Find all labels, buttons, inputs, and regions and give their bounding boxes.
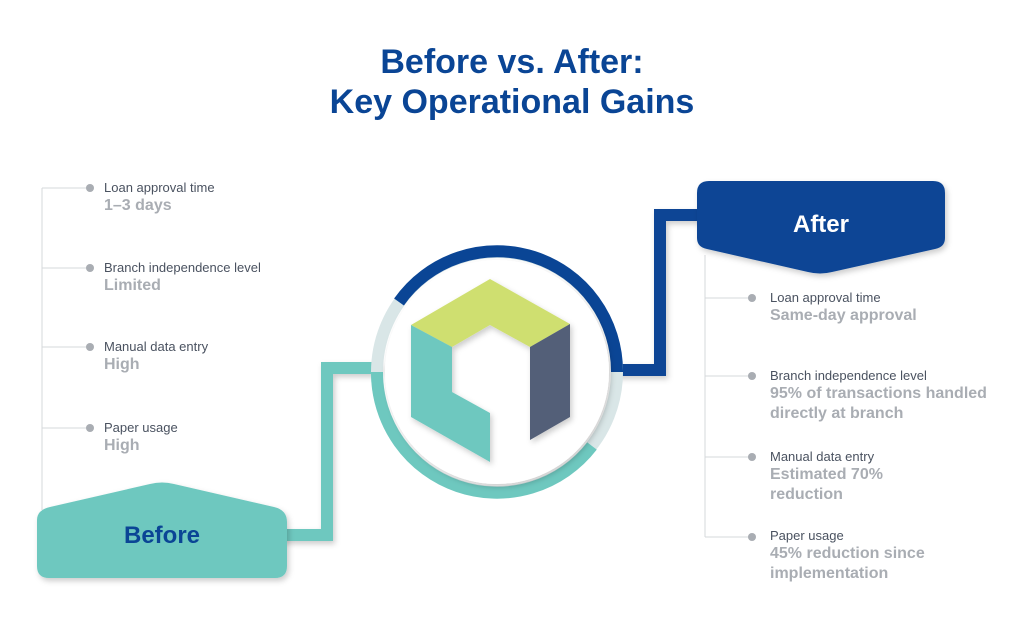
- after-item-loan-approval: Loan approval time Same-day approval: [770, 290, 917, 326]
- item-value: High: [104, 437, 140, 454]
- item-value: High: [104, 356, 140, 373]
- item-label: Branch independence level: [770, 368, 927, 383]
- after-item-manual-data-entry: Manual data entry Estimated 70% reductio…: [770, 449, 900, 505]
- before-item-loan-approval: Loan approval time 1–3 days: [104, 180, 215, 216]
- after-item-branch-independence: Branch independence level 95% of transac…: [770, 368, 1005, 424]
- page-title: Before vs. After: Key Operational Gains: [0, 42, 1024, 122]
- after-label: After: [792, 211, 849, 238]
- item-label: Manual data entry: [770, 449, 875, 464]
- after-item-paper-usage: Paper usage 45% reduction since implemen…: [770, 528, 955, 584]
- item-label: Paper usage: [104, 420, 178, 435]
- title-line-2: Key Operational Gains: [329, 83, 695, 121]
- before-connector: [280, 362, 380, 541]
- item-label: Paper usage: [770, 528, 844, 543]
- before-arc: [370, 371, 597, 499]
- item-value: 1–3 days: [104, 197, 172, 214]
- item-label: Manual data entry: [104, 339, 209, 354]
- item-value: 95% of transactions handled directly at …: [770, 385, 987, 422]
- item-value: 45% reduction since implementation: [770, 545, 925, 582]
- title-line-1: Before vs. After:: [380, 43, 644, 81]
- before-label: Before: [123, 522, 201, 549]
- item-label: Loan approval time: [104, 180, 215, 195]
- item-value: Same-day approval: [770, 307, 917, 324]
- item-value: Limited: [104, 277, 161, 294]
- after-box: [697, 181, 945, 274]
- cube-logo-icon: [411, 279, 570, 462]
- before-item-branch-independence: Branch independence level Limited: [104, 260, 261, 296]
- after-arc: [394, 245, 624, 373]
- before-timeline: [41, 187, 90, 510]
- after-bullets: [748, 294, 756, 541]
- before-box: [37, 482, 287, 578]
- item-label: Branch independence level: [104, 260, 261, 275]
- item-label: Loan approval time: [770, 290, 881, 305]
- before-item-paper-usage: Paper usage High: [104, 420, 178, 456]
- after-connector: [612, 209, 705, 376]
- after-timeline: [704, 255, 752, 538]
- before-item-manual-data-entry: Manual data entry High: [104, 339, 208, 375]
- item-value: Estimated 70% reduction: [770, 466, 883, 503]
- before-bullets: [86, 184, 94, 432]
